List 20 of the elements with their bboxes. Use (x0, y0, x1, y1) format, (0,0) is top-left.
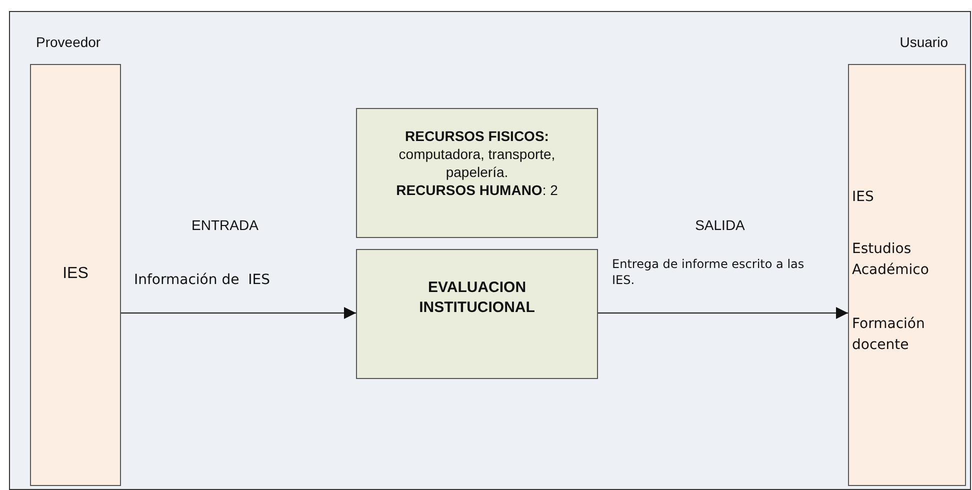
user-band (848, 64, 966, 486)
band-heading: Proveedor (36, 33, 102, 52)
node-label: IES (852, 188, 875, 207)
flow-description: Información de IES (134, 271, 271, 290)
resources-box (356, 108, 598, 238)
provider-band (30, 64, 121, 486)
band-heading: Usuario (898, 33, 948, 52)
resource-line: RECURSOS HUMANO: 2 (395, 181, 559, 200)
node-label: Estudios Académico (852, 240, 930, 280)
flow-description: Entrega de informe escrito a las IES. (612, 256, 806, 288)
arrow (598, 307, 848, 319)
node-label: IES (62, 264, 90, 284)
process-box (356, 249, 598, 379)
arrow (121, 307, 356, 319)
resource-heading: RECURSOS FISICOS: (404, 127, 550, 146)
node-label: Formación docente (852, 315, 926, 355)
flow-label: SALIDA (694, 216, 746, 235)
process-title: EVALUACION INSTITUCIONAL (418, 278, 536, 317)
resource-list: computadora, transporte, papelería. (380, 145, 574, 182)
flow-label: ENTRADA (190, 216, 260, 235)
